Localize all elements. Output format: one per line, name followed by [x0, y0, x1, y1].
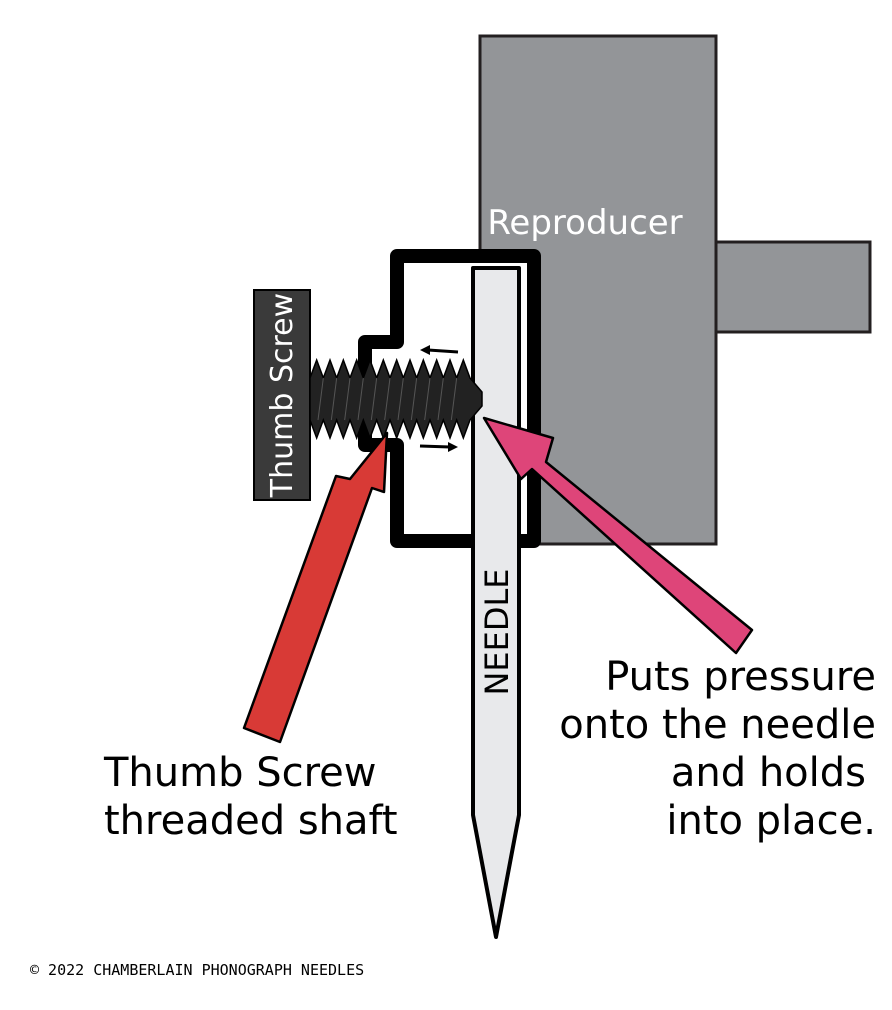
- thumb-screw-head: [253, 289, 311, 501]
- direction-arrow-bottom: [419, 442, 458, 452]
- reproducer-label: Reproducer: [487, 203, 682, 243]
- copyright-notice: © 2022 CHAMBERLAIN PHONOGRAPH NEEDLES: [30, 961, 364, 979]
- thread-line: [424, 377, 431, 421]
- shaft-pointer-arrow: [242, 431, 389, 744]
- pressure-caption-line-4: into place.: [666, 798, 876, 844]
- thread-line: [330, 377, 338, 421]
- thread-line: [437, 377, 444, 421]
- shaft-caption-line-2: threaded shaft: [104, 798, 398, 844]
- thread-line: [317, 377, 324, 421]
- thread-line: [370, 377, 378, 421]
- thread-line: [450, 377, 458, 421]
- pressure-caption-line-1: Puts pressure: [605, 654, 876, 700]
- thumb-screw-label: Thumb Screw: [265, 293, 300, 498]
- direction-arrow-top: [420, 345, 459, 355]
- thread-line: [384, 377, 391, 421]
- pressure-caption-line-2: onto the needle: [559, 702, 876, 748]
- thread-line: [410, 377, 418, 421]
- threaded-shaft: [309, 357, 483, 441]
- shaft-caption-line-1: Thumb Screw: [103, 750, 376, 796]
- pressure-pointer-arrow: [482, 416, 754, 655]
- reproducer-arm: [714, 240, 872, 334]
- thread-teeth: [309, 357, 483, 441]
- thread-line: [397, 377, 404, 421]
- thread-line: [357, 377, 364, 421]
- pressure-caption-line-3: and holds: [671, 750, 866, 796]
- thread-line: [344, 377, 351, 421]
- needle-label: NEEDLE: [478, 568, 516, 695]
